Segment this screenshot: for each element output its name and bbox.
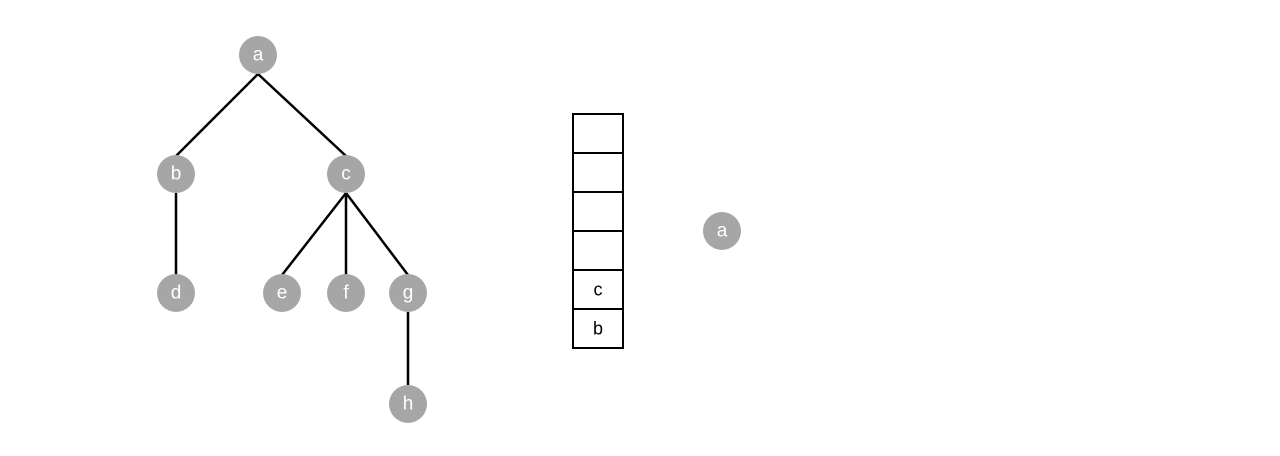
stack-cell: b	[572, 308, 624, 349]
tree-node-c: c	[327, 155, 365, 193]
stack-cell	[572, 113, 624, 154]
stack-cell-label: b	[593, 319, 603, 339]
current-node: a	[703, 212, 741, 250]
tree-node-label: f	[343, 283, 349, 304]
tree-node-a: a	[239, 36, 277, 74]
tree-node-b: b	[157, 155, 195, 193]
edge-c-e	[281, 192, 347, 276]
edge-c-g	[345, 192, 409, 276]
stack: c b	[572, 113, 624, 349]
tree-node-label: b	[171, 164, 182, 185]
tree-edges	[174, 73, 410, 385]
stack-cell	[572, 230, 624, 271]
stack-cell: c	[572, 269, 624, 310]
tree-node-label: d	[171, 283, 182, 304]
edge-a-b	[175, 73, 259, 157]
tree-node-label: c	[341, 164, 351, 185]
tree-node-d: d	[157, 274, 195, 312]
tree-node-label: e	[277, 283, 288, 304]
tree-node-f: f	[327, 274, 365, 312]
stack-cell-label: c	[594, 280, 603, 300]
tree-node-label: h	[403, 394, 414, 415]
current-node-label: a	[717, 221, 728, 242]
stack-cell	[572, 191, 624, 232]
tree-node-label: a	[253, 45, 264, 66]
tree-node-label: g	[403, 283, 414, 304]
edge-a-c	[257, 73, 347, 157]
tree-node-e: e	[263, 274, 301, 312]
stack-cell	[572, 152, 624, 193]
tree-nodes: a b c d e f g h	[157, 36, 427, 423]
tree-node-g: g	[389, 274, 427, 312]
tree-node-h: h	[389, 385, 427, 423]
